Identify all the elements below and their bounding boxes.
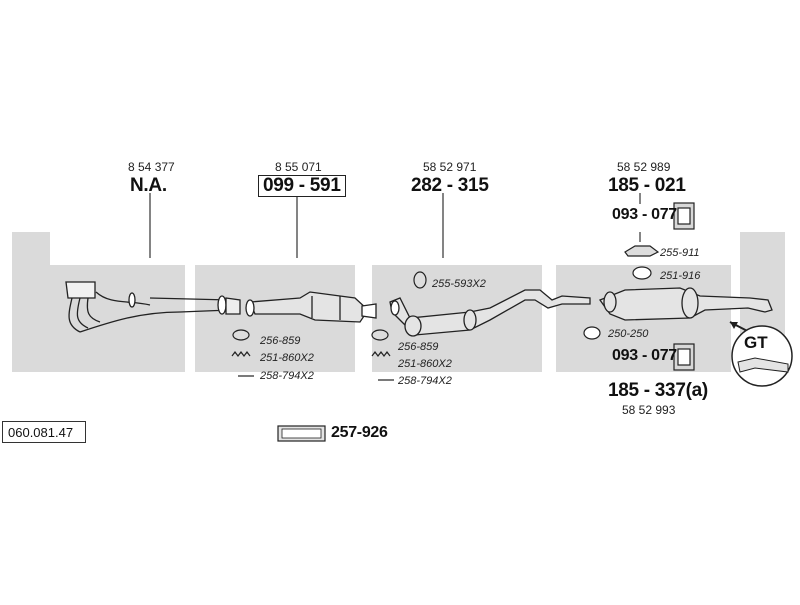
- spring-icon: [231, 351, 251, 357]
- oem-number: 8 55 071: [275, 160, 322, 174]
- ring-icon: [632, 266, 652, 280]
- accessory-label: 251-860X2: [260, 352, 314, 364]
- accessory-label: 258-794X2: [260, 370, 314, 382]
- accessory-label: 255-593X2: [432, 278, 486, 290]
- oem-number: 58 52 971: [423, 160, 477, 174]
- oem-number: 8 54 377: [128, 160, 175, 174]
- accessory-label: 255-911: [660, 247, 700, 259]
- oem-number: 58 52 993: [622, 403, 676, 417]
- gasket-icon: [371, 329, 389, 341]
- diagram-code: 060.081.47: [2, 421, 86, 443]
- accessory-label: 256-859: [398, 341, 439, 353]
- rubber-mount-bottom-icon: [673, 343, 695, 371]
- clip-icon: [583, 326, 601, 340]
- bracket-icon: [624, 245, 660, 257]
- accessory-label: 258-794X2: [398, 375, 452, 387]
- gt-detail-callout: [729, 321, 793, 387]
- accessory-label: 250-250: [608, 328, 649, 340]
- catalytic-converter: [245, 291, 377, 323]
- part-number: N.A.: [130, 175, 167, 196]
- bosal-logo: [277, 425, 326, 442]
- part-number: 185 - 337(a): [608, 380, 708, 401]
- part-number: 185 - 021: [608, 175, 686, 196]
- part-number: 099 - 591: [258, 175, 346, 197]
- gasket-icon: [232, 329, 250, 341]
- part-number: 282 - 315: [411, 175, 489, 196]
- kit-part-number: 257-926: [331, 424, 388, 441]
- accessory-label: 256-859: [260, 335, 301, 347]
- rear-silencer: [598, 287, 773, 321]
- oem-number: 58 52 989: [617, 160, 671, 174]
- front-silencer: [389, 289, 591, 337]
- leader-lines: [149, 193, 641, 258]
- accessory-label: 251-860X2: [398, 358, 452, 370]
- accessory-label: 251-916: [660, 270, 701, 282]
- rubber-mount-top-icon: [673, 202, 695, 230]
- mount-part-number: 093 - 077: [612, 206, 677, 223]
- exhaust-manifold: [65, 281, 241, 333]
- clamp-icon: [413, 271, 427, 289]
- gt-label: GT: [744, 333, 768, 352]
- spring-icon: [371, 351, 391, 357]
- accessory-icons: [231, 245, 660, 381]
- mount-part-number: 093 - 077: [612, 347, 677, 364]
